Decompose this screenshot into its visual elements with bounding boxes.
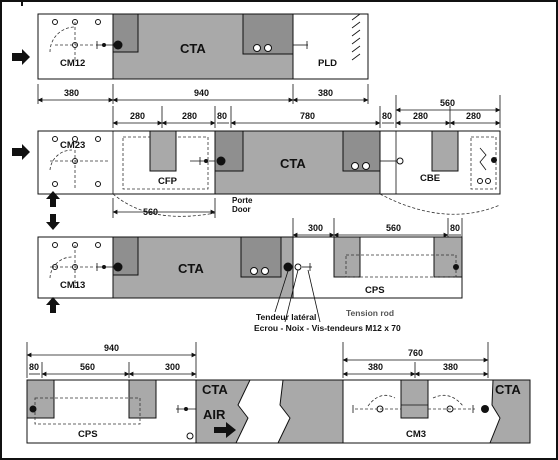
air-arrow (214, 422, 236, 438)
label-cm23: CM23 (60, 140, 85, 151)
dim-560-c: 560 (386, 223, 401, 233)
label-cm3: CM3 (406, 429, 426, 440)
dim-80-a: 80 (217, 111, 227, 121)
up-arrow (46, 191, 60, 207)
down-arrow (46, 214, 60, 230)
row4-dimensions-right: 760 380 380 (342, 342, 489, 378)
dim-940: 940 (194, 88, 209, 98)
entry-arrow-2 (12, 144, 30, 160)
dim-760: 760 (408, 348, 423, 358)
label-tendeur: Tendeur latéral (256, 312, 316, 322)
cta-fragment-right (489, 379, 531, 444)
dim-560-d: 560 (80, 362, 95, 372)
label-cfp: CFP (158, 176, 178, 187)
label-cta-3: CTA (178, 261, 204, 276)
dim-80-d: 80 (29, 362, 39, 372)
row3-dimensions: 300 560 80 (292, 218, 463, 240)
dim-80-b: 80 (382, 111, 392, 121)
dim-80-c: 80 (450, 223, 460, 233)
dim-380-d: 380 (443, 362, 458, 372)
up-arrow-2 (46, 297, 60, 313)
label-porte: Porte (232, 196, 253, 205)
dim-380-c: 380 (368, 362, 383, 372)
row2-assembly: CFP CBE CM23 CTA Porte Door (12, 130, 501, 217)
dim-380-a: 380 (64, 88, 79, 98)
dim-300-b: 300 (165, 362, 180, 372)
label-cps-4: CPS (78, 429, 98, 440)
dim-940-b: 940 (104, 343, 119, 353)
row4-assembly: CPS CTA AIR CM3 CTA (26, 379, 531, 444)
dim-280-b: 280 (182, 111, 197, 121)
label-cta-1: CTA (180, 41, 206, 56)
row3-assembly: CPS CM13 CTA (37, 236, 463, 313)
label-cm13: CM13 (60, 280, 85, 291)
label-cps-3: CPS (365, 285, 385, 296)
dim-300: 300 (308, 223, 323, 233)
label-cta-2: CTA (280, 156, 306, 171)
dim-280-c: 280 (413, 111, 428, 121)
row2-dimensions-top: 280 280 80 780 80 560 280 280 (112, 95, 501, 128)
entry-arrow-1 (12, 49, 30, 65)
label-air: AIR (203, 407, 226, 422)
row2-dimensions-bottom: 560 (112, 198, 216, 218)
row1-dimensions: 380 940 380 (37, 84, 369, 104)
dim-560-b: 560 (143, 207, 158, 217)
cta-fragment-mid (277, 379, 344, 444)
label-pld: PLD (318, 58, 337, 69)
label-door: Door (232, 205, 251, 214)
row4-dimensions-left: 940 80 560 300 (26, 342, 197, 378)
row1-assembly: CM12 CTA PLD (12, 13, 369, 80)
label-tension-rod: Tension rod (346, 308, 394, 318)
label-ecrou: Ecrou - Noix - Vis-tendeurs M12 x 70 (254, 323, 401, 333)
dim-280-a: 280 (130, 111, 145, 121)
dim-780: 780 (300, 111, 315, 121)
label-cta-4b: CTA (495, 382, 521, 397)
label-cta-4a: CTA (202, 382, 228, 397)
tensioner-callouts: Tendeur latéral Tension rod Ecrou - Noix… (254, 269, 401, 333)
dim-280-d: 280 (466, 111, 481, 121)
dim-380-b: 380 (318, 88, 333, 98)
cta-fragment-left (195, 379, 251, 444)
dim-560: 560 (440, 98, 455, 108)
label-cbe: CBE (420, 173, 440, 184)
label-cm12: CM12 (60, 58, 85, 69)
wall-hatch (351, 13, 361, 61)
